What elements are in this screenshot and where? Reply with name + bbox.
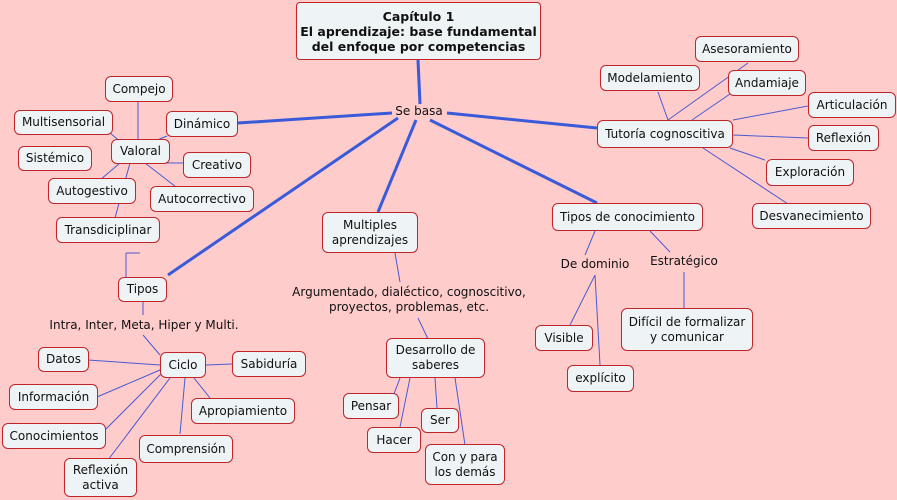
node-datos[interactable]: Datos <box>38 347 89 372</box>
node-con-y-para[interactable]: Con y para los demás <box>425 444 505 485</box>
node-andamiaje[interactable]: Andamiaje <box>728 70 806 96</box>
node-conocimientos[interactable]: Conocimientos <box>2 423 106 449</box>
label-argumentado: Argumentado, dialéctico, cognoscitivo, p… <box>292 285 526 314</box>
title-node[interactable]: Capítulo 1 El aprendizaje: base fundamen… <box>296 2 541 60</box>
node-creativo[interactable]: Creativo <box>183 152 251 178</box>
node-tutoria-cognoscitiva[interactable]: Tutoría cognoscitiva <box>597 120 733 148</box>
edge-sebasa-dinamico <box>237 111 393 125</box>
node-valoral[interactable]: Valoral <box>111 139 170 164</box>
node-pensar[interactable]: Pensar <box>343 393 399 419</box>
label-estrategico: Estratégico <box>650 254 718 268</box>
label-se-basa: Se basa <box>395 104 443 118</box>
node-informacion[interactable]: Información <box>9 384 98 410</box>
node-autocorrectivo[interactable]: Autocorrectivo <box>150 186 254 212</box>
edge-sebasa-tipos-conocimiento <box>429 118 598 205</box>
node-desvanecimiento[interactable]: Desvanecimiento <box>752 203 871 229</box>
node-sistemico[interactable]: Sistémico <box>18 146 92 171</box>
node-modelamiento[interactable]: Modelamiento <box>600 65 700 91</box>
node-exploracion[interactable]: Exploración <box>766 159 854 186</box>
node-ciclo[interactable]: Ciclo <box>160 352 206 378</box>
node-visible[interactable]: Visible <box>535 325 593 351</box>
node-tipos-conocimiento[interactable]: Tipos de conocimiento <box>552 203 703 231</box>
edge-sebasa-tutoria <box>446 111 598 130</box>
edge-sebasa-tipos <box>167 116 399 277</box>
node-tipos[interactable]: Tipos <box>118 277 167 302</box>
node-comprension[interactable]: Comprensión <box>139 435 233 463</box>
edge-sebasa-multiples <box>376 119 418 213</box>
node-transdiciplinar[interactable]: Transdiciplinar <box>56 217 160 243</box>
label-intra-inter: Intra, Inter, Meta, Hiper y Multi. <box>49 318 239 332</box>
node-ser[interactable]: Ser <box>421 408 459 433</box>
node-multisensorial[interactable]: Multisensorial <box>14 110 113 135</box>
node-reflexion[interactable]: Reflexión <box>808 125 879 151</box>
node-autogestivo[interactable]: Autogestivo <box>48 178 136 204</box>
node-multiples-aprendizajes[interactable]: Multiples aprendizajes <box>322 212 418 253</box>
edge-title-sebasa <box>416 59 422 105</box>
node-dificil-formalizar[interactable]: Difícil de formalizar y comunicar <box>621 308 753 351</box>
node-apropiamiento[interactable]: Apropiamiento <box>191 398 295 424</box>
node-compejo[interactable]: Compejo <box>105 76 173 102</box>
node-dinamico[interactable]: Dinámico <box>166 111 238 137</box>
node-sabiduria[interactable]: Sabiduría <box>232 351 306 377</box>
node-asesoramiento[interactable]: Asesoramiento <box>695 36 799 62</box>
node-desarrollo-saberes[interactable]: Desarrollo de saberes <box>386 338 485 378</box>
node-hacer[interactable]: Hacer <box>367 427 421 453</box>
node-reflexion-activa[interactable]: Reflexión activa <box>64 458 137 497</box>
label-de-dominio: De dominio <box>560 257 630 271</box>
node-explicito[interactable]: explícito <box>567 365 634 392</box>
node-articulacion[interactable]: Articulación <box>808 92 896 118</box>
